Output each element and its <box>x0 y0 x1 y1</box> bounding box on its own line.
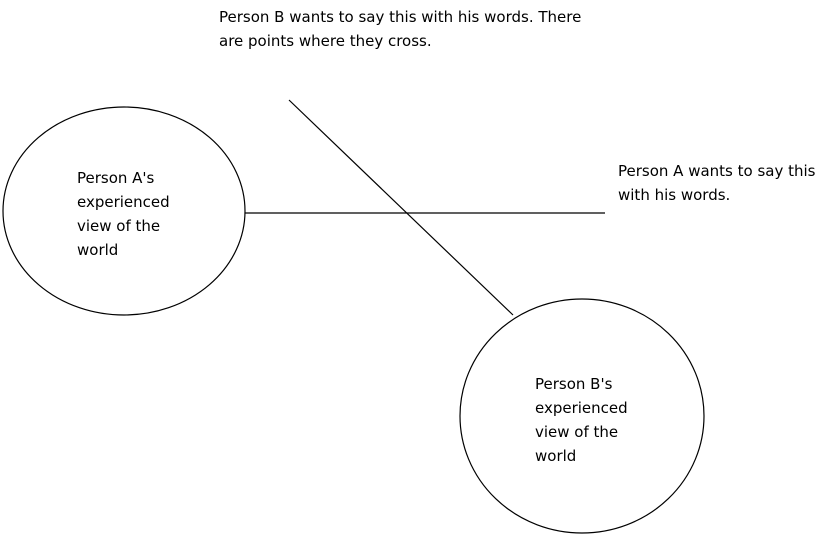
circle-person-b-label: Person B's experienced view of the world <box>535 375 628 465</box>
person-b-statement-label: Person B wants to say this with his word… <box>219 8 582 50</box>
circle-person-a <box>2 106 246 316</box>
person-b-speech-line <box>288 99 514 316</box>
circle-person-b <box>459 298 705 534</box>
person-a-statement-label: Person A wants to say this with his word… <box>618 162 816 204</box>
circle-person-a-label: Person A's experienced view of the world <box>77 169 170 259</box>
